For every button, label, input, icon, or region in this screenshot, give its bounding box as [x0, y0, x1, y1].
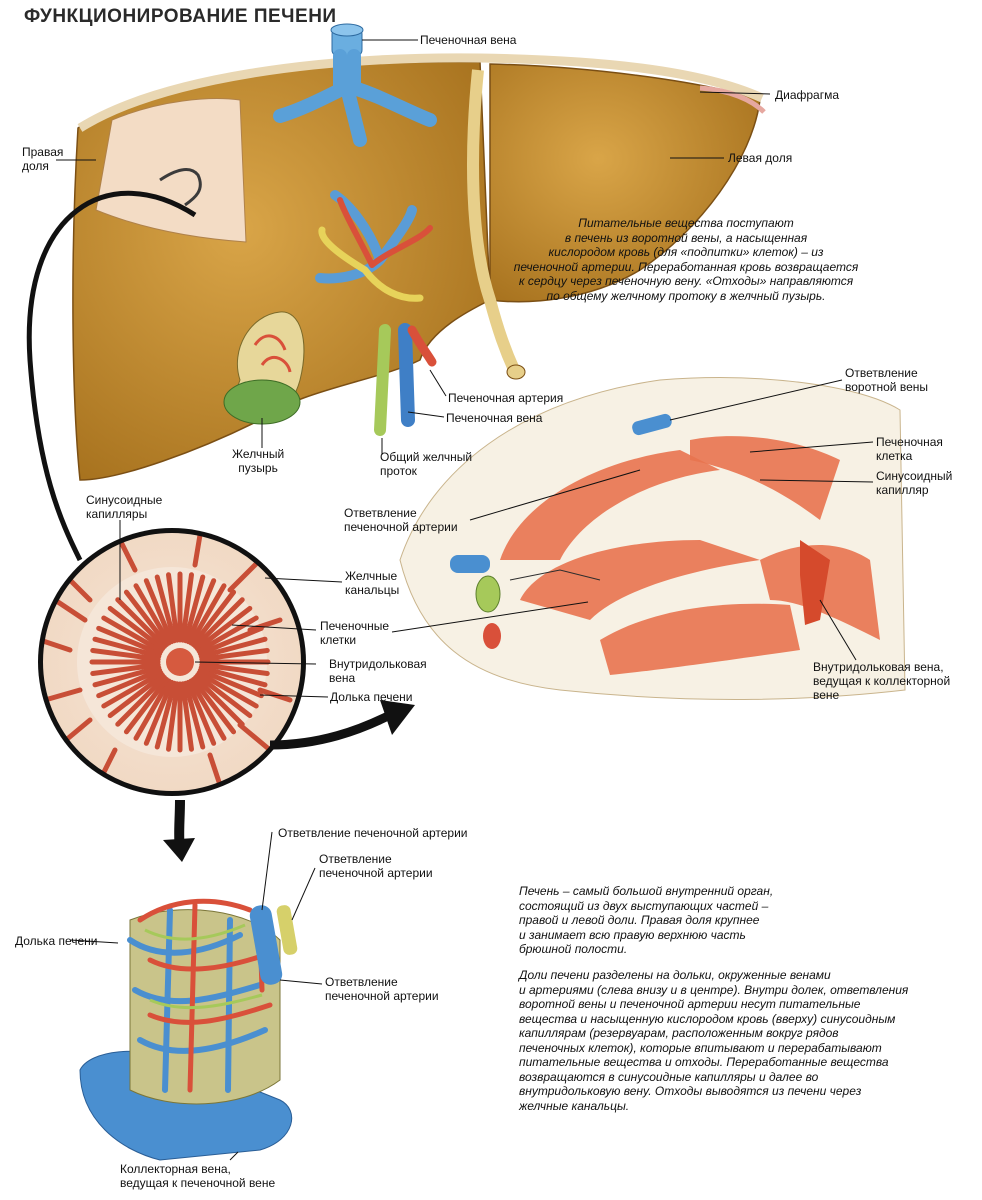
hepatic-cord [196, 615, 259, 654]
hepatic-cord [115, 597, 167, 649]
label-hepatic-artery-branch-mid: Ответвление печеночной артерии [344, 506, 458, 534]
label-right-lobe: Правая доля [22, 145, 64, 173]
portal-vein-left [450, 555, 490, 573]
label-portal-vein-branch: Ответвление воротной вены [845, 366, 928, 394]
label-sinusoid-capillaries: Синусоидные капилляры [86, 493, 163, 521]
hepatic-cord [90, 662, 161, 676]
common-bile-duct [374, 324, 391, 436]
label-bile-canaliculi: Желчные канальцы [345, 569, 400, 597]
hepatic-cord [90, 648, 161, 662]
hepatic-cord [185, 679, 217, 746]
label-diaphragm: Диафрагма [775, 88, 840, 102]
falciform-ligament [467, 69, 521, 375]
bile-duct-left [475, 575, 501, 613]
portal-vein-branch [632, 413, 672, 436]
hepatic-cord [196, 670, 259, 709]
liver [72, 23, 766, 481]
lobule-3d [79, 898, 298, 1161]
hepatic-cord [185, 578, 217, 645]
hepatic-cord [92, 636, 162, 659]
label-left-lobe: Левая доля [728, 151, 793, 165]
hepatic-cord [190, 676, 237, 735]
hepatic-cord [101, 670, 164, 709]
lobule-cross-section [38, 528, 306, 796]
hepatic-cord [197, 625, 264, 657]
hepatic-cord [183, 574, 206, 644]
label-collector-vein: Коллекторная вена, ведущая к печеночной … [120, 1162, 276, 1190]
hepatic-cord [107, 605, 166, 652]
hepatic-cord [166, 572, 180, 643]
label-gallbladder: Желчный пузырь [232, 447, 285, 475]
hepatic-plate-3 [690, 436, 840, 520]
artery-left [483, 623, 501, 649]
liver-cutaway [95, 98, 247, 243]
hepatic-cord [194, 672, 253, 719]
hepatic-cord [194, 605, 253, 652]
intralobular-vein [166, 648, 194, 676]
hepatic-cord [166, 681, 180, 752]
page-title: ФУНКЦИОНИРОВАНИЕ ПЕЧЕНИ [24, 6, 337, 27]
text-nutrients: Питательные вещества поступают в печень … [513, 216, 859, 303]
bile-duct-3d [276, 905, 298, 955]
hepatic-vein-lower [398, 323, 415, 427]
hepatic-cord [123, 676, 170, 735]
hepatic-cord [154, 680, 177, 750]
hepatic-cord [96, 667, 163, 699]
label-hepatic-vein-top: Печеночная вена [420, 33, 517, 47]
hepatic-cord [143, 679, 175, 746]
hepatic-plate-4 [600, 603, 800, 675]
text-liver-intro: Печень – самый большой внутренний орган,… [519, 884, 774, 956]
hepatic-cord [190, 589, 237, 648]
hepatic-cord [107, 672, 166, 719]
hepatic-cord [96, 625, 163, 657]
hepatic-plate-2 [520, 540, 760, 620]
hepatic-cord [183, 680, 206, 750]
hepatic-artery [407, 325, 437, 367]
hepatic-cord [92, 665, 162, 688]
hepatic-cord [123, 589, 170, 648]
hepatic-cord [115, 675, 167, 727]
hepatic-cord [101, 615, 164, 654]
label-intralobular-vein: Внутридольковая вена [329, 657, 427, 685]
hepatic-cord [154, 574, 177, 644]
hepatic-cord [188, 583, 227, 646]
hepatic-cord [193, 675, 245, 727]
hepatic-cord [199, 662, 270, 676]
label-hepatic-cell: Печеночная клетка [876, 435, 943, 463]
label-hepatic-vein-bottom: Печеночная вена [446, 411, 543, 425]
hepatic-cord [143, 578, 175, 645]
label-hepatic-artery: Печеночная артерия [448, 391, 564, 405]
text-lobules: Доли печени разделены на дольки, окружен… [519, 968, 909, 1113]
label-artery-branch-1: Ответвление печеночной артерии [278, 826, 468, 840]
hepatic-cord [197, 667, 264, 699]
label-lobule-left: Долька печени [15, 934, 98, 948]
sinusoid-detail [399, 377, 906, 700]
hepatic-cord [199, 648, 270, 662]
label-hepatic-cells: Печеночные клетки [320, 619, 390, 647]
portal-vein-3d [249, 905, 283, 985]
liver-left-lobe [489, 63, 761, 303]
diaphragm-strip [77, 53, 764, 132]
hepatic-plate-1 [500, 450, 720, 560]
hepatic-cord [188, 678, 227, 741]
hepatic-cord [133, 583, 172, 646]
hepatic-cord [198, 665, 268, 688]
label-liver-lobule: Долька печени [330, 690, 413, 704]
label-intralobular-to-collector: Внутридольковая вена, ведущая к коллекто… [813, 660, 951, 702]
hepatic-cord [198, 636, 268, 659]
hepatic-cord [180, 681, 194, 752]
label-artery-branch-2: Ответвление печеночной артерии [319, 852, 433, 880]
hepatic-cord [133, 678, 172, 741]
label-sinusoid-capillary: Синусоидный капилляр [876, 469, 953, 497]
label-artery-branch-3: Ответвление печеночной артерии [325, 975, 439, 1003]
hepatic-cord [193, 597, 245, 649]
label-common-bile-duct: Общий желчный проток [380, 450, 473, 478]
hepatic-cord [180, 572, 194, 643]
